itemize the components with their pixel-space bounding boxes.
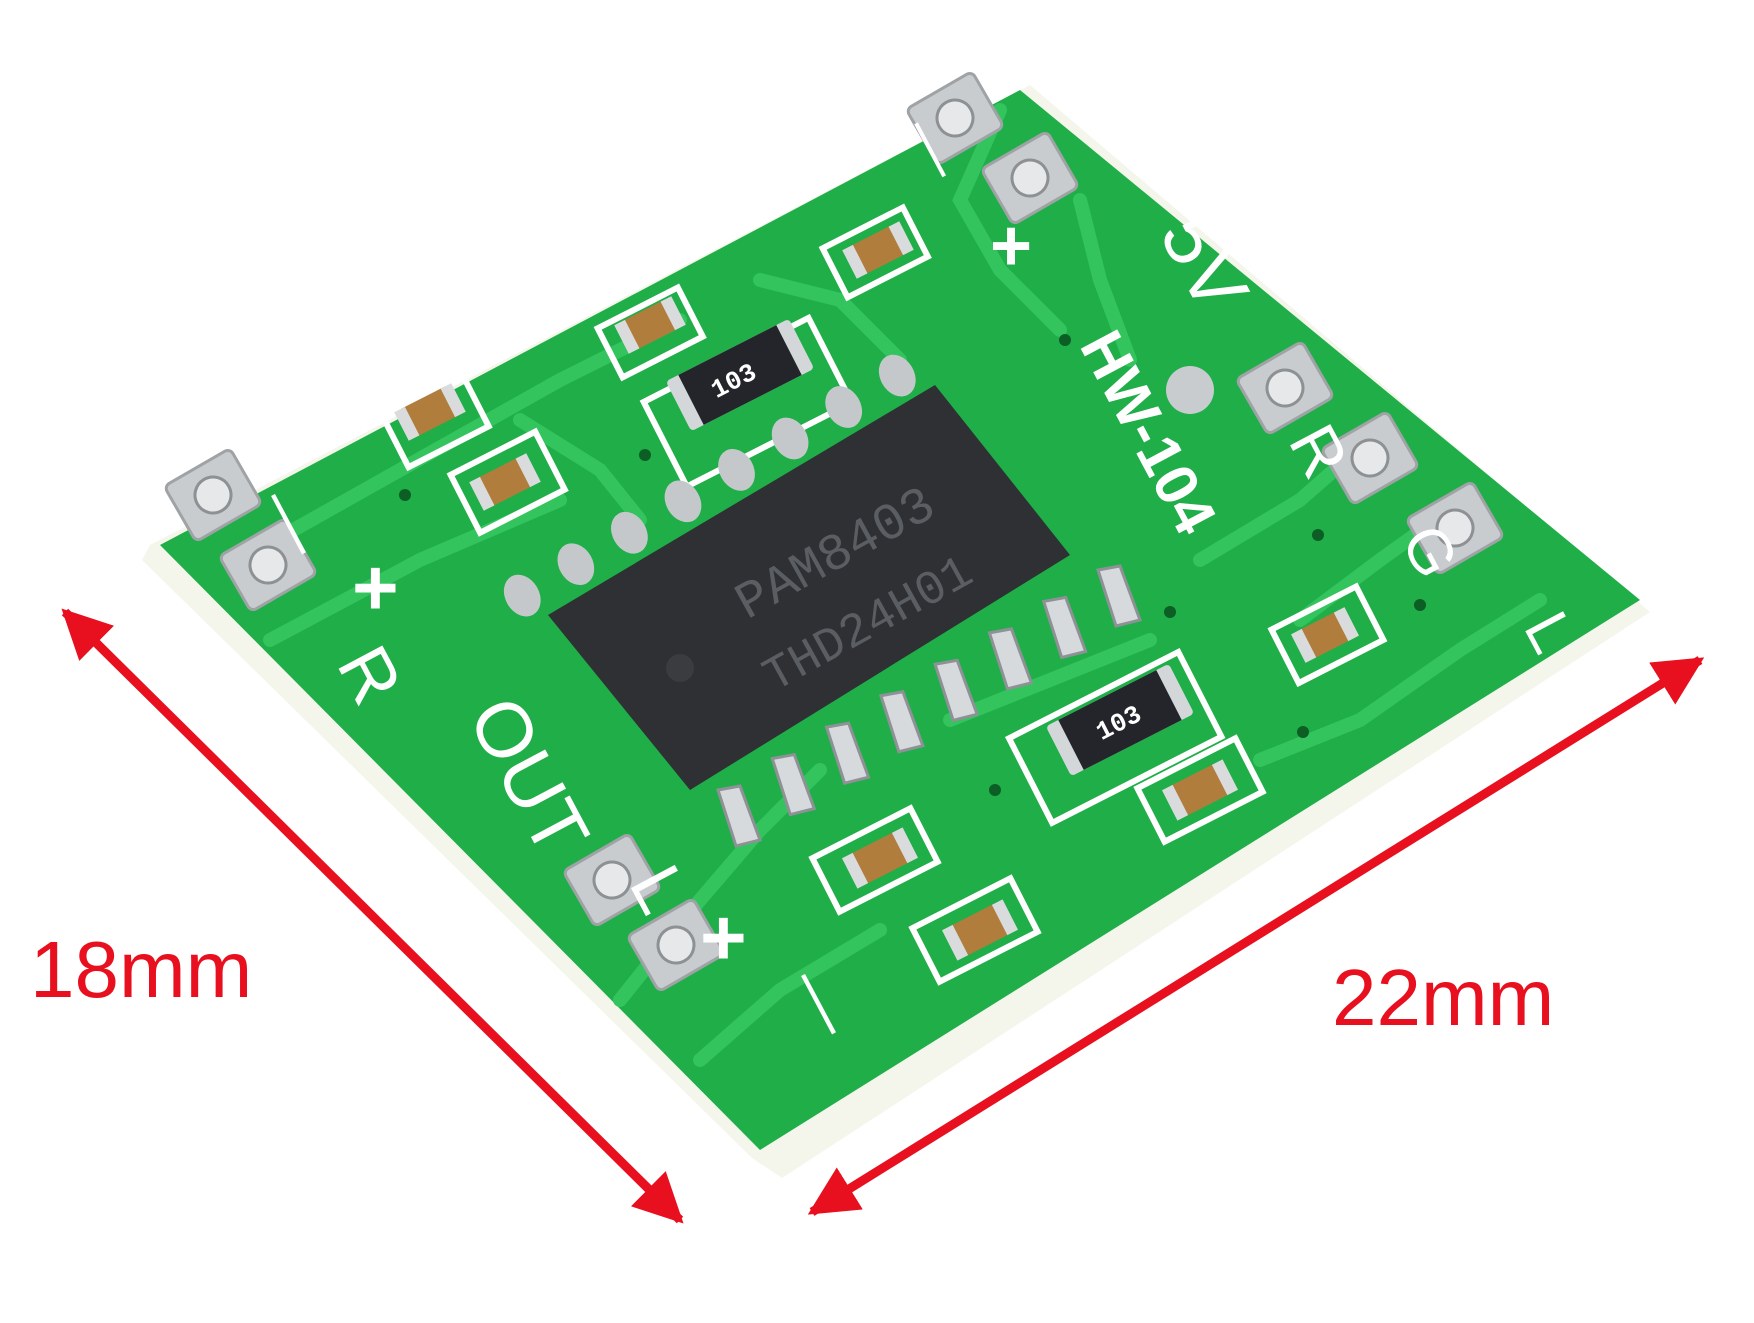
smd-capacitor — [1291, 607, 1359, 663]
mounting-hole — [1166, 366, 1214, 414]
ic-pin — [557, 543, 595, 586]
smd-capacitor — [614, 296, 686, 354]
via — [1414, 599, 1426, 611]
smd-capacitor — [394, 383, 466, 441]
via — [1297, 726, 1309, 738]
ic-pin — [825, 386, 863, 428]
silk-plus-l: + — [700, 893, 747, 982]
ic-pin — [1096, 564, 1142, 628]
ic-pin — [611, 511, 648, 554]
ic-pin — [878, 354, 916, 397]
solder-pad — [219, 518, 317, 612]
ic-pin — [716, 784, 762, 848]
solder-pad — [1406, 481, 1504, 575]
chip-pin1-dot — [666, 654, 694, 682]
silk-plus-r: + — [352, 543, 399, 632]
via — [1059, 334, 1071, 346]
ic-pin — [503, 574, 541, 617]
silk-plus-5v: + — [990, 206, 1032, 286]
smd-capacitor — [842, 221, 914, 279]
via — [1312, 529, 1324, 541]
ic-pin — [664, 480, 702, 523]
height-dimension-label: 18mm — [30, 925, 253, 1014]
smd-resistor — [667, 320, 813, 430]
height-dimension-arrow — [61, 608, 684, 1224]
via — [639, 449, 651, 461]
ic-pin — [771, 417, 809, 460]
solder-pad — [164, 448, 262, 542]
ic-pin — [718, 449, 755, 491]
solder-pad — [906, 71, 1004, 165]
solder-pad — [1236, 341, 1334, 435]
solder-pad — [981, 131, 1079, 225]
via — [399, 489, 411, 501]
width-dimension-arrow — [807, 656, 1705, 1216]
via — [1164, 606, 1176, 618]
solder-pad — [1321, 411, 1419, 505]
width-dimension-label: 22mm — [1332, 953, 1555, 1042]
smd-capacitor — [469, 453, 541, 511]
ic-pin — [1041, 595, 1088, 660]
via — [989, 784, 1001, 796]
